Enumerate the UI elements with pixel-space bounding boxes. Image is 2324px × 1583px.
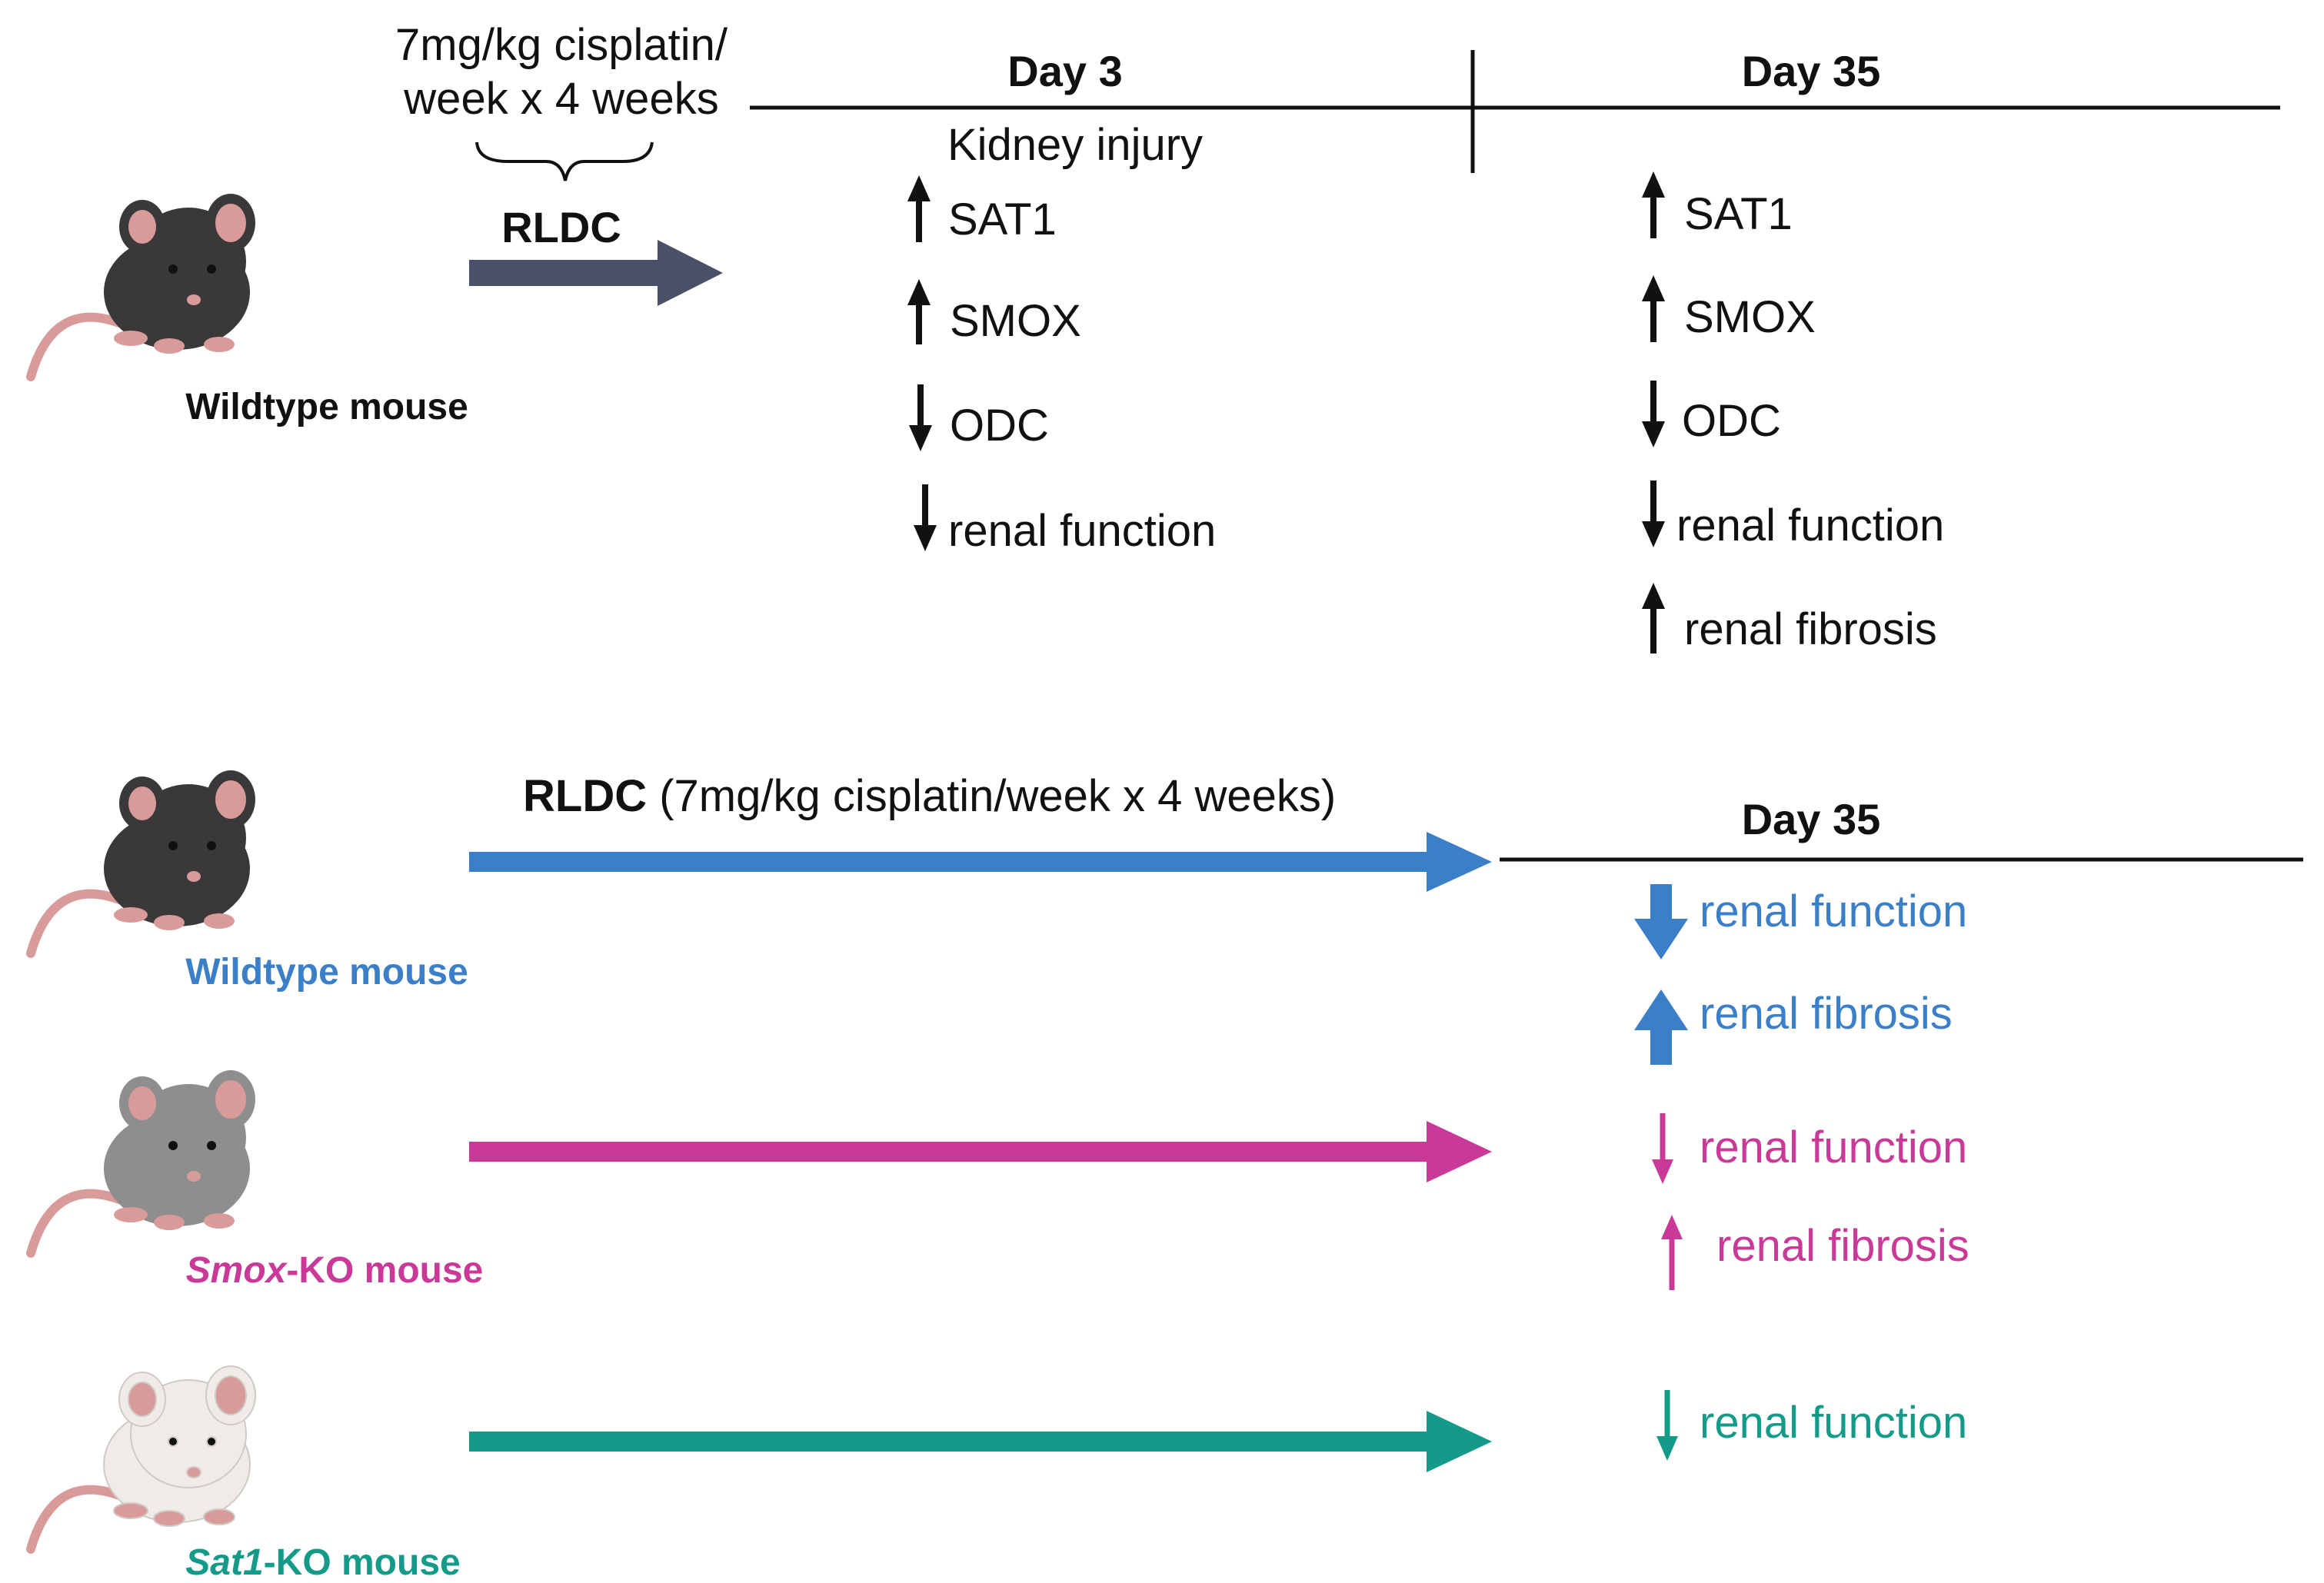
top-mouse-label: Wildtype mouse (185, 387, 468, 427)
group-sat1-ko-arrow-icon (469, 1411, 1492, 1472)
mouse-sat1-ko-icon (31, 1366, 255, 1549)
svg-text:SMOX: SMOX (950, 296, 1081, 346)
group-wildtype-arrow-icon (469, 832, 1492, 892)
mouse-smox-ko-icon (31, 1070, 255, 1253)
group-sat1-ko-label-gene: Sat1 (185, 1542, 263, 1583)
svg-text:ODC: ODC (950, 401, 1049, 451)
group-smox-ko-label-gene: Smox (186, 1250, 288, 1291)
group-smox-ko: Smox-KO mouse renal function renal fibro… (31, 1070, 1969, 1291)
dose-brace-icon (475, 141, 654, 181)
arrow-up-icon (1642, 583, 1665, 653)
day3-item-renal-function: renal function (914, 484, 1216, 556)
rldc-arrow-icon (469, 240, 723, 306)
bottom-panel: RLDC (7mg/kg cisplatin/week x 4 weeks) D… (31, 770, 2303, 1583)
day35-item-renal-function: renal function (1642, 481, 1944, 550)
arrow-down-icon (1642, 481, 1665, 547)
rldc-header-rest: (7mg/kg cisplatin/week x 4 weeks) (647, 771, 1336, 821)
day3-item-sat1: SAT1 (907, 175, 1057, 244)
group-sat1-ko: Sat1-KO mouse renal function (31, 1366, 1967, 1583)
rldc-label: RLDC (501, 203, 621, 251)
svg-text:renal function: renal function (1700, 886, 1967, 936)
day35-title-bottom: Day 35 (1742, 795, 1881, 843)
thick-arrow-down-icon (1634, 884, 1688, 959)
day3-item-smox: SMOX (907, 279, 1081, 346)
day35-item-sat1: SAT1 (1642, 171, 1793, 239)
svg-text:ODC: ODC (1682, 396, 1781, 446)
svg-text:renal function: renal function (948, 506, 1216, 556)
top-mouse-wildtype-icon (31, 194, 255, 377)
svg-text:renal fibrosis: renal fibrosis (1716, 1221, 1969, 1271)
day35-item-odc: ODC (1642, 381, 1781, 447)
arrow-down-icon (909, 384, 932, 451)
arrow-down-icon (1642, 381, 1665, 447)
dose-text-line2: week x 4 weeks (403, 74, 718, 124)
arrow-down-icon (1656, 1390, 1678, 1461)
rldc-header-bold: RLDC (523, 771, 647, 821)
mouse-wildtype-icon (31, 770, 255, 953)
group-smox-ko-arrow-icon (469, 1121, 1492, 1182)
group-smox-ko-outcome-renal-fibrosis: renal fibrosis (1661, 1215, 1969, 1290)
day3-item-odc: ODC (909, 384, 1049, 451)
group-smox-ko-outcome-renal-function: renal function (1652, 1113, 1967, 1184)
rldc-header: RLDC (7mg/kg cisplatin/week x 4 weeks) (523, 771, 1336, 821)
group-sat1-ko-label-rest: -KO mouse (264, 1542, 461, 1583)
arrow-up-icon (1642, 275, 1665, 342)
arrow-up-icon (907, 175, 931, 242)
day35-title-top: Day 35 (1742, 47, 1881, 95)
arrow-up-icon (1661, 1215, 1683, 1290)
group-wildtype-outcome-renal-function: renal function (1634, 884, 1967, 959)
group-wildtype-outcome-renal-fibrosis: renal fibrosis (1634, 989, 1953, 1065)
day3-title: Day 3 (1007, 47, 1122, 95)
thick-arrow-up-icon (1634, 989, 1688, 1065)
day35-item-renal-fibrosis: renal fibrosis (1642, 583, 1937, 654)
day35-item-smox: SMOX (1642, 275, 1816, 342)
arrow-up-icon (1642, 171, 1665, 238)
svg-text:SMOX: SMOX (1684, 292, 1816, 342)
svg-text:renal function: renal function (1700, 1398, 1967, 1448)
svg-text:renal function: renal function (1676, 501, 1944, 550)
group-sat1-ko-label: Sat1-KO mouse (185, 1542, 460, 1583)
group-wildtype-label: Wildtype mouse (185, 952, 468, 993)
day3-subtitle: Kidney injury (947, 120, 1203, 170)
arrow-down-icon (1652, 1113, 1673, 1184)
svg-text:renal function: renal function (1700, 1122, 1967, 1172)
group-sat1-ko-outcome-renal-function: renal function (1656, 1390, 1967, 1461)
arrow-down-icon (914, 484, 937, 551)
top-panel: Wildtype mouse 7mg/kg cisplatin/ week x … (31, 20, 2280, 654)
group-smox-ko-label: Smox-KO mouse (186, 1250, 484, 1291)
svg-text:renal fibrosis: renal fibrosis (1700, 989, 1953, 1039)
arrow-up-icon (907, 279, 931, 344)
group-wildtype: Wildtype mouse renal function renal fibr… (31, 770, 1967, 1065)
group-smox-ko-label-rest: -KO mouse (286, 1250, 483, 1291)
dose-text-line1: 7mg/kg cisplatin/ (395, 20, 728, 70)
svg-text:SAT1: SAT1 (1684, 189, 1793, 239)
svg-text:renal fibrosis: renal fibrosis (1684, 604, 1937, 654)
svg-text:SAT1: SAT1 (948, 195, 1057, 244)
